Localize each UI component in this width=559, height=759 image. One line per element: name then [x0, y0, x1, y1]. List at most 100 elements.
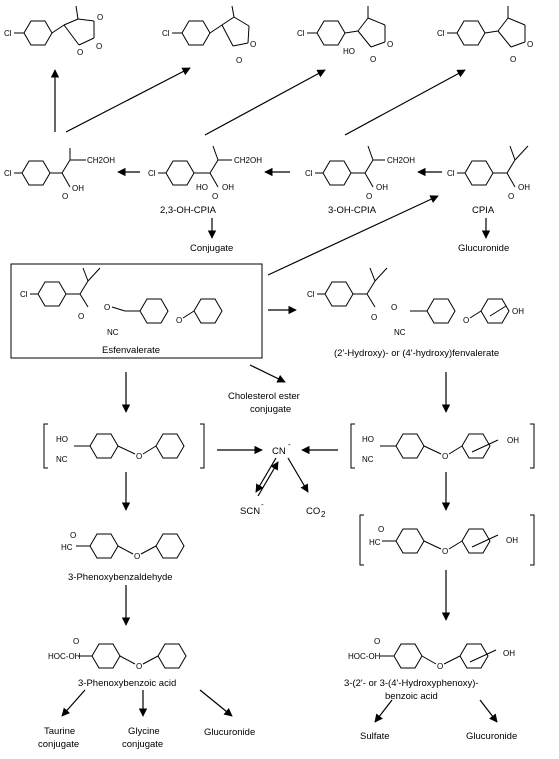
- esfenvalerate-box: [10, 263, 263, 359]
- ho-atom: HO: [362, 435, 374, 444]
- label-phenoxybenzoic-acid: 3-Phenoxybenzoic acid: [78, 678, 176, 689]
- hc-atom: HC: [369, 538, 381, 547]
- o-atom: O: [176, 316, 182, 325]
- o-atom: O: [527, 40, 533, 49]
- arrow: [61, 689, 86, 717]
- arrow: [199, 689, 233, 717]
- o-atom: O: [366, 192, 372, 201]
- label-2-3-oh-cpia: 2,3-OH-CPIA: [160, 205, 217, 216]
- structure-top-3: Cl HO O O: [297, 6, 393, 64]
- arrow: [65, 67, 191, 133]
- o-atom: O: [391, 303, 397, 312]
- structure-cyanohydrin-left: HO NC O: [43, 423, 205, 469]
- nc-atom: NC: [56, 455, 68, 464]
- oh-atom: OH: [222, 183, 234, 192]
- label-glycine: Glycine: [128, 726, 160, 737]
- o-atom: O: [236, 56, 242, 65]
- o-atom: O: [136, 452, 142, 461]
- o-atom: O: [62, 192, 68, 201]
- o-atom: O: [371, 313, 377, 322]
- cl-atom: Cl: [162, 29, 170, 38]
- oh-atom: OH: [512, 307, 524, 316]
- ho-atom: HO: [348, 652, 360, 661]
- nc-atom: NC: [394, 328, 406, 337]
- o-atom: O: [134, 552, 140, 561]
- label-glucuronide-top: Glucuronide: [458, 243, 509, 254]
- labels: 2,3-OH-CPIA 3-OH-CPIA CPIA Conjugate Glu…: [38, 205, 517, 750]
- label-glucuronide-right: Glucuronide: [466, 731, 517, 742]
- cl-atom: Cl: [4, 169, 12, 178]
- structure-hydroxyfenvalerate: Cl O O NC O OH: [307, 267, 524, 337]
- arrows: [50, 67, 498, 723]
- o-atom: O: [77, 48, 83, 57]
- o-atom: O: [387, 40, 393, 49]
- o-atom: O: [508, 192, 514, 201]
- label-glucuronide-left: Glucuronide: [204, 727, 255, 738]
- structure-row2-c: Cl CH2OH O OH: [305, 145, 415, 201]
- label-3-oh-cpia: 3-OH-CPIA: [328, 205, 377, 216]
- o-atom: O: [73, 637, 79, 646]
- oh-atom: OH: [376, 183, 388, 192]
- o-atom: O: [96, 42, 102, 51]
- o-atom: O: [370, 55, 376, 64]
- o-atom: O: [104, 303, 110, 312]
- structure-hydroxyphenoxybenzoic-acid: HO C-OH O O OH: [348, 637, 515, 671]
- label-cn: CN: [272, 446, 286, 457]
- cl-atom: Cl: [437, 29, 445, 38]
- arrow: [267, 195, 439, 276]
- structure-esfenvalerate: Cl O O NC O: [10, 263, 263, 359]
- ho-atom: HO: [196, 183, 208, 192]
- label-cpia: CPIA: [472, 205, 495, 216]
- ch2oh-atom: CH2OH: [234, 156, 262, 165]
- ho-atom: HO: [56, 435, 68, 444]
- cl-atom: Cl: [297, 29, 305, 38]
- structure-phenoxybenzaldehyde: HC O O: [61, 531, 185, 561]
- label-benzoic-acid: benzoic acid: [385, 691, 438, 702]
- structure-phenoxybenzoic-acid: HO C-OH O O: [48, 637, 187, 671]
- cooh-atom: C-OH: [60, 652, 81, 661]
- structure-top-4: Cl O O: [437, 6, 533, 64]
- oh-atom: OH: [507, 436, 519, 445]
- label-scn: SCN: [240, 506, 260, 517]
- arrow: [479, 699, 498, 723]
- label-conjugate: Conjugate: [190, 243, 233, 254]
- structure-cyanohydrin-right: HO NC O OH: [350, 423, 535, 469]
- label-hydroxyphenoxy: 3-(2'- or 3-(4'-Hydroxyphenoxy)-: [344, 678, 479, 689]
- o-atom: O: [78, 312, 84, 321]
- label-esfenvalerate: Esfenvalerate: [102, 345, 160, 356]
- label-co2: CO: [306, 506, 320, 517]
- label-glycine-conjugate: conjugate: [122, 739, 163, 750]
- cooh-atom: C-OH: [360, 652, 381, 661]
- ch2oh-atom: CH2OH: [387, 156, 415, 165]
- arrow: [344, 69, 466, 136]
- o-atom: O: [378, 525, 384, 534]
- hc-atom: HC: [61, 543, 73, 552]
- oh-atom: OH: [72, 184, 84, 193]
- ho-atom: HO: [48, 652, 60, 661]
- label-sulfate: Sulfate: [360, 731, 390, 742]
- ch2oh-atom: CH2OH: [87, 156, 115, 165]
- o-atom: O: [136, 662, 142, 671]
- arrow: [257, 461, 279, 497]
- cl-atom: Cl: [305, 169, 313, 178]
- structure-row2-d: Cl O OH: [447, 145, 530, 201]
- o-atom: O: [97, 13, 103, 22]
- structure-aldehyde-right: HC O O OH: [359, 514, 535, 566]
- o-atom: O: [437, 662, 443, 671]
- ho-atom: HO: [343, 47, 355, 56]
- nc-atom: NC: [362, 455, 374, 464]
- cl-atom: Cl: [148, 169, 156, 178]
- oh-atom: OH: [506, 536, 518, 545]
- label-cholesterol-ester: Cholesterol ester: [228, 391, 300, 402]
- o-atom: O: [374, 637, 380, 646]
- structure-row2-b: Cl CH2OH HO O OH: [148, 145, 262, 201]
- arrow: [249, 364, 286, 383]
- arrow: [374, 699, 393, 723]
- o-atom: O: [442, 547, 448, 556]
- cl-atom: Cl: [447, 169, 455, 178]
- oh-atom: OH: [503, 649, 515, 658]
- arrow: [204, 69, 326, 136]
- arrow: [255, 457, 277, 493]
